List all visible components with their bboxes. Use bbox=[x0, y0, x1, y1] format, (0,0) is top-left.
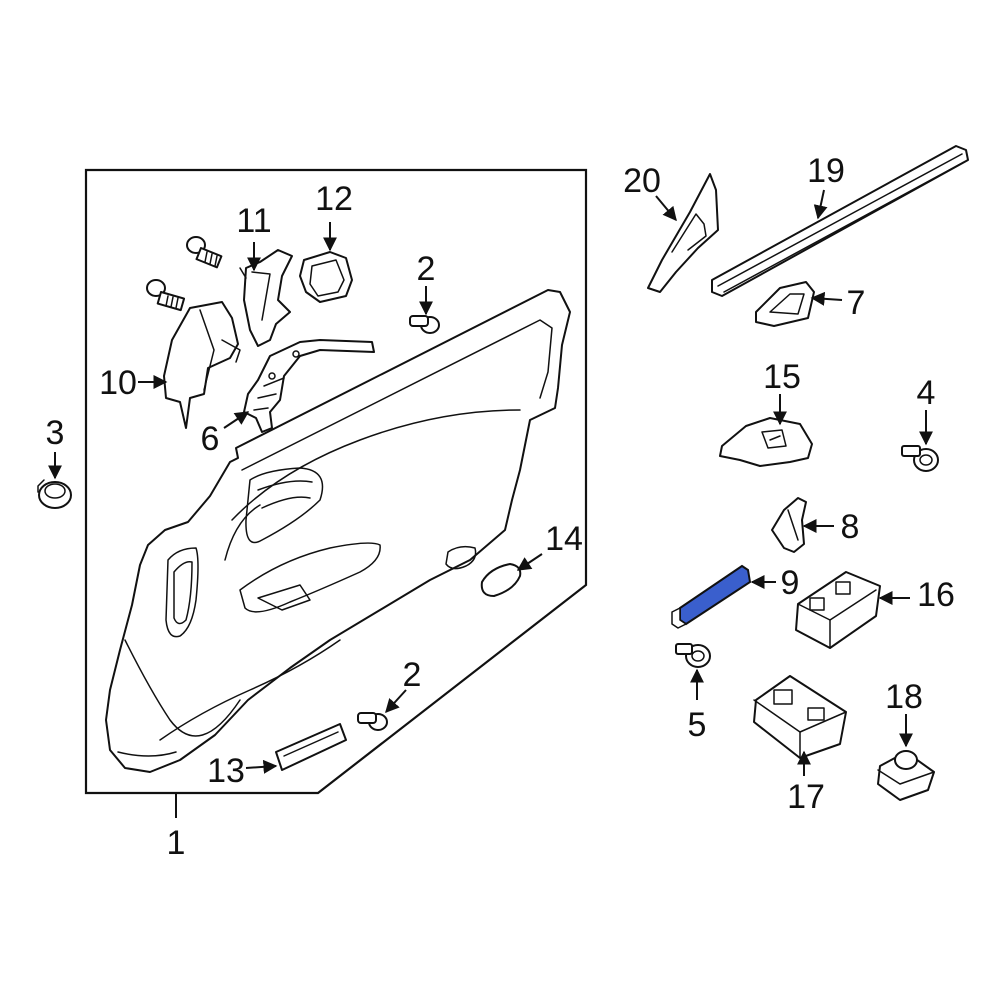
bracket-11 bbox=[239, 249, 293, 347]
callout-14: 14 bbox=[545, 520, 583, 558]
callout-11: 11 bbox=[236, 202, 271, 240]
callout-19: 19 bbox=[807, 152, 845, 190]
leader-2-lower bbox=[385, 689, 407, 714]
callout-1: 1 bbox=[167, 824, 186, 862]
leader-13 bbox=[245, 759, 278, 774]
window-switch-17 bbox=[753, 675, 847, 759]
leader-20 bbox=[655, 195, 677, 222]
bracket-10 bbox=[163, 301, 241, 429]
bolt-lower bbox=[146, 279, 186, 312]
leader-7 bbox=[810, 291, 843, 306]
bolt-4 bbox=[901, 445, 939, 472]
part-9-highlighted[interactable] bbox=[671, 564, 752, 629]
callout-2-lower: 2 bbox=[403, 656, 422, 694]
leader-14 bbox=[516, 553, 543, 571]
handle-bracket-6 bbox=[243, 339, 375, 433]
belt-molding-19 bbox=[711, 145, 969, 297]
assembly-frame bbox=[84, 168, 588, 795]
switch-18 bbox=[877, 750, 935, 801]
callout-6: 6 bbox=[201, 420, 220, 458]
callout-12: 12 bbox=[315, 180, 353, 218]
nut-3 bbox=[37, 479, 72, 509]
mirror-trim-20 bbox=[647, 173, 719, 293]
callout-10: 10 bbox=[99, 364, 137, 402]
leader-6 bbox=[223, 411, 250, 429]
leader-19 bbox=[813, 189, 828, 220]
callout-3: 3 bbox=[46, 414, 65, 452]
clip-2-lower bbox=[357, 712, 388, 731]
callout-16: 16 bbox=[917, 576, 955, 614]
clip-2-upper bbox=[409, 315, 440, 334]
callout-8: 8 bbox=[841, 508, 860, 546]
callout-7: 7 bbox=[847, 284, 866, 322]
callout-15: 15 bbox=[763, 358, 801, 396]
cover-7 bbox=[755, 281, 815, 327]
callout-18: 18 bbox=[885, 678, 923, 716]
switch-bezel-15 bbox=[719, 417, 813, 467]
callout-2-upper: 2 bbox=[417, 250, 436, 288]
escutcheon-12 bbox=[299, 251, 353, 303]
callout-17: 17 bbox=[787, 778, 825, 816]
bolt-upper bbox=[186, 236, 223, 269]
callout-13: 13 bbox=[207, 752, 245, 790]
callout-20: 20 bbox=[623, 162, 661, 200]
cover-8 bbox=[771, 497, 807, 553]
pull-handle-13 bbox=[275, 723, 347, 771]
window-switch-16 bbox=[795, 571, 881, 649]
bolt-5 bbox=[675, 643, 711, 668]
callout-4: 4 bbox=[917, 374, 936, 412]
callout-9: 9 bbox=[781, 564, 800, 602]
cover-14 bbox=[480, 563, 522, 597]
door-trim-panel bbox=[105, 289, 571, 773]
callout-5: 5 bbox=[688, 706, 707, 744]
